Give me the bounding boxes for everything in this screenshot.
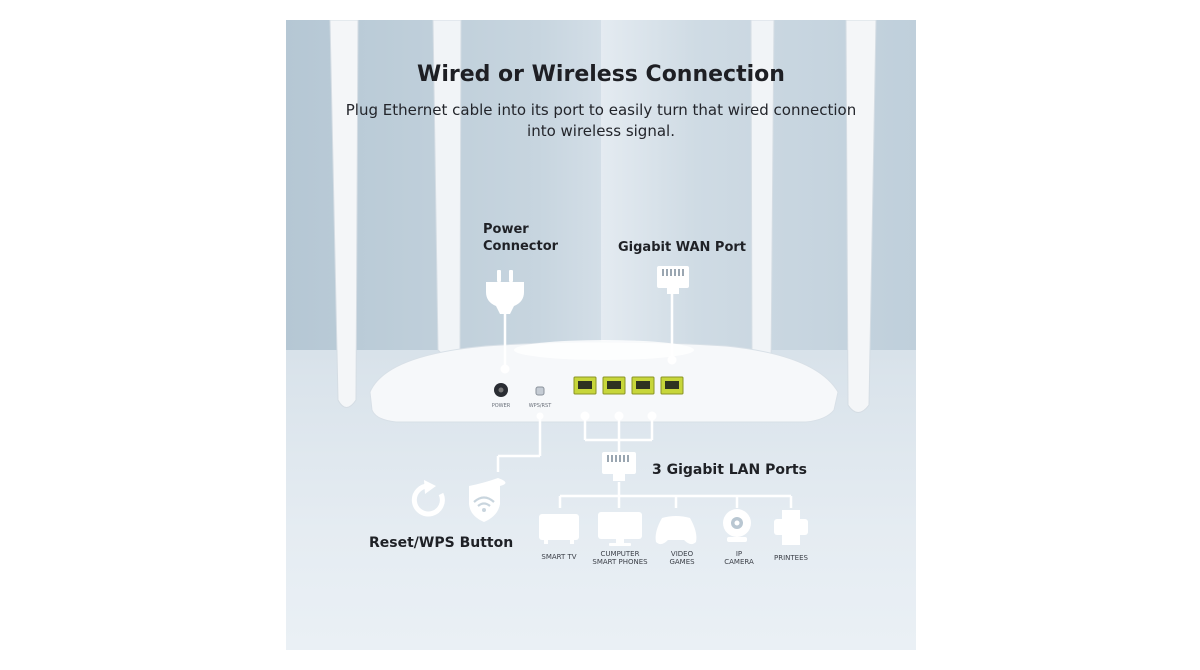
wps-button — [535, 386, 545, 396]
lan-ports-label: 3 Gigabit LAN Ports — [652, 462, 807, 478]
page-title: Wired or Wireless Connection — [417, 62, 785, 87]
ethernet-plug-icon-wan — [657, 266, 689, 294]
device-label-tv: SMART TV — [524, 553, 594, 561]
connector-dots — [500, 355, 677, 421]
subtitle-line-2: into wireless signal. — [527, 122, 675, 140]
power-label-line-2: Connector — [483, 239, 559, 254]
device-label-games: VIDEO GAMES — [647, 550, 717, 566]
printer-icon — [774, 510, 808, 545]
tv-icon — [539, 514, 579, 544]
wan-port-label: Gigabit WAN Port — [618, 240, 747, 255]
device-label-line-1: CUMPUTER — [600, 550, 640, 558]
connector-lines — [496, 294, 793, 508]
device-label-line-2: CAMERA — [724, 558, 754, 566]
power-plug-icon — [486, 270, 524, 314]
device-label-line-2: GAMES — [669, 558, 695, 566]
wps-shield-icon — [469, 478, 506, 522]
power-connector-label: Power Connector — [483, 221, 573, 255]
monitor-icon — [598, 512, 642, 546]
ethernet-plug-icon-lan — [602, 452, 636, 481]
router-illustration: POWER WPS/RST — [329, 20, 877, 546]
antenna-left-outer — [329, 20, 359, 408]
device-label-printer: PRINTEES — [756, 554, 826, 562]
reset-wps-label: Reset/WPS Button — [369, 535, 514, 551]
router-reset-marking: WPS/RST — [529, 403, 552, 409]
gamepad-icon — [655, 516, 697, 545]
device-label-line-1: SMART TV — [541, 553, 577, 561]
device-label-line-1: VIDEO — [670, 550, 694, 558]
device-label-camera: IP CAMERA — [704, 550, 774, 566]
device-label-computer: CUMPUTER SMART PHONES — [585, 550, 655, 566]
device-label-line-1: PRINTEES — [774, 554, 808, 562]
router-power-marking: POWER — [492, 403, 511, 409]
reset-icon — [411, 483, 445, 517]
reset-arrowhead — [424, 480, 436, 494]
device-label-line-1: IP — [735, 550, 743, 558]
subtitle-line-1: Plug Ethernet cable into its port to eas… — [345, 101, 857, 119]
device-label-line-2: SMART PHONES — [592, 558, 648, 566]
page-subtitle: Plug Ethernet cable into its port to eas… — [326, 100, 876, 142]
power-label-line-1: Power — [483, 222, 529, 237]
antenna-right-outer — [845, 20, 877, 413]
router-body — [369, 340, 839, 423]
camera-icon — [723, 509, 751, 542]
product-image: POWER WPS/RST — [286, 20, 916, 650]
